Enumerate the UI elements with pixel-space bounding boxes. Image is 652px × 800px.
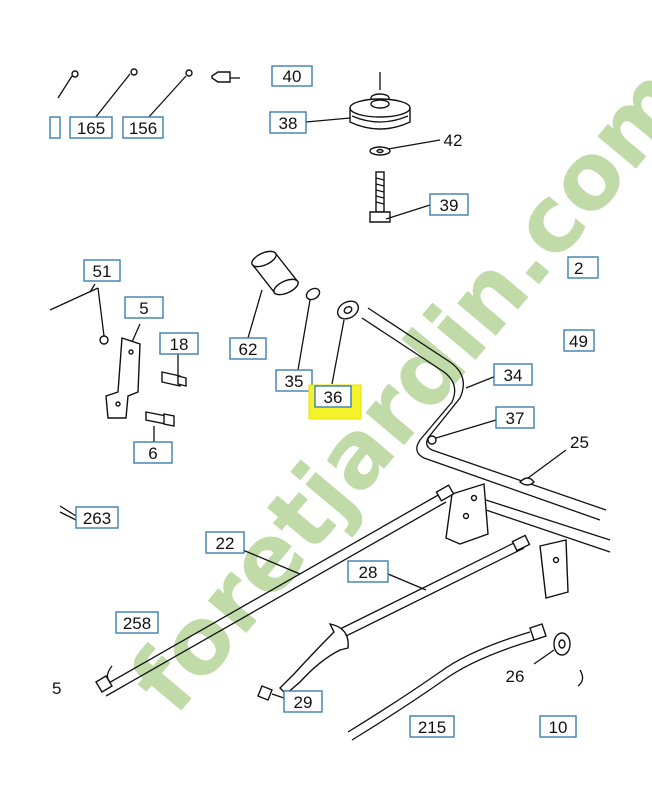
bracket-5 — [49, 283, 187, 446]
callout-box-34 — [493, 363, 533, 386]
callout-29: 29 — [294, 693, 313, 712]
callout-39: 39 — [440, 196, 459, 215]
callout-box-165 — [69, 116, 113, 139]
callout-37: 37 — [506, 409, 525, 428]
rod-22 — [59, 484, 455, 697]
callout-40: 40 — [283, 67, 302, 86]
callout-18: 18 — [170, 335, 189, 354]
callout-35: 35 — [285, 372, 304, 391]
callout-box-22 — [205, 531, 245, 554]
callout-28: 28 — [359, 563, 378, 582]
callout-edge-49: 49 — [569, 332, 588, 351]
callout-263: 263 — [83, 509, 111, 528]
callout-165: 165 — [77, 119, 105, 138]
callout-box-156 — [122, 116, 164, 139]
callout-62: 62 — [239, 340, 258, 359]
callout-box-edge-2 — [567, 256, 599, 279]
callout-box-35 — [275, 369, 313, 392]
rod-34 — [361, 307, 607, 521]
callout-box-36 — [314, 385, 352, 408]
callout-51: 51 — [93, 262, 112, 281]
callout-36: 36 — [324, 388, 343, 407]
lower-bracket — [445, 449, 611, 599]
callout-edge-2: 2 — [574, 259, 583, 278]
callout-6: 6 — [148, 444, 157, 463]
top-left-hardware — [57, 68, 240, 119]
callout-10: 10 — [549, 718, 568, 737]
sleeve-and-washers — [247, 250, 360, 385]
callout-box-37 — [495, 406, 535, 429]
callout-box-10 — [539, 715, 577, 738]
callout-22: 22 — [216, 534, 235, 553]
callout-edge-5: 5 — [52, 679, 61, 698]
callout-box-29 — [283, 690, 323, 713]
callout-box-62 — [229, 337, 267, 360]
callout-box-38 — [269, 111, 307, 134]
callout-38: 38 — [279, 114, 298, 133]
callout-edge-25: 25 — [570, 433, 589, 452]
callout-box-215 — [409, 715, 455, 738]
callout-box-6 — [133, 441, 173, 464]
callout-42: 42 — [444, 131, 463, 150]
callout-258: 258 — [123, 614, 151, 633]
callout-26: 26 — [506, 667, 525, 686]
callout-box-edge-left — [49, 116, 61, 139]
callout-box-263 — [75, 506, 119, 529]
callout-box-28 — [347, 560, 389, 583]
rod-28 — [257, 534, 531, 701]
callout-box-258 — [115, 611, 159, 634]
callout-box-edge-49 — [563, 329, 595, 352]
cable-215 — [347, 623, 584, 741]
callout-34: 34 — [504, 366, 523, 385]
callout-box-51 — [83, 259, 121, 282]
callout-box-18 — [159, 332, 199, 355]
callout-box-5 — [124, 296, 164, 319]
pulley-assembly — [305, 72, 441, 223]
callout-box-39 — [429, 193, 469, 216]
callout-156: 156 — [129, 119, 157, 138]
callout-215: 215 — [418, 718, 446, 737]
callout-5: 5 — [139, 299, 148, 318]
callout-box-40 — [271, 65, 313, 87]
